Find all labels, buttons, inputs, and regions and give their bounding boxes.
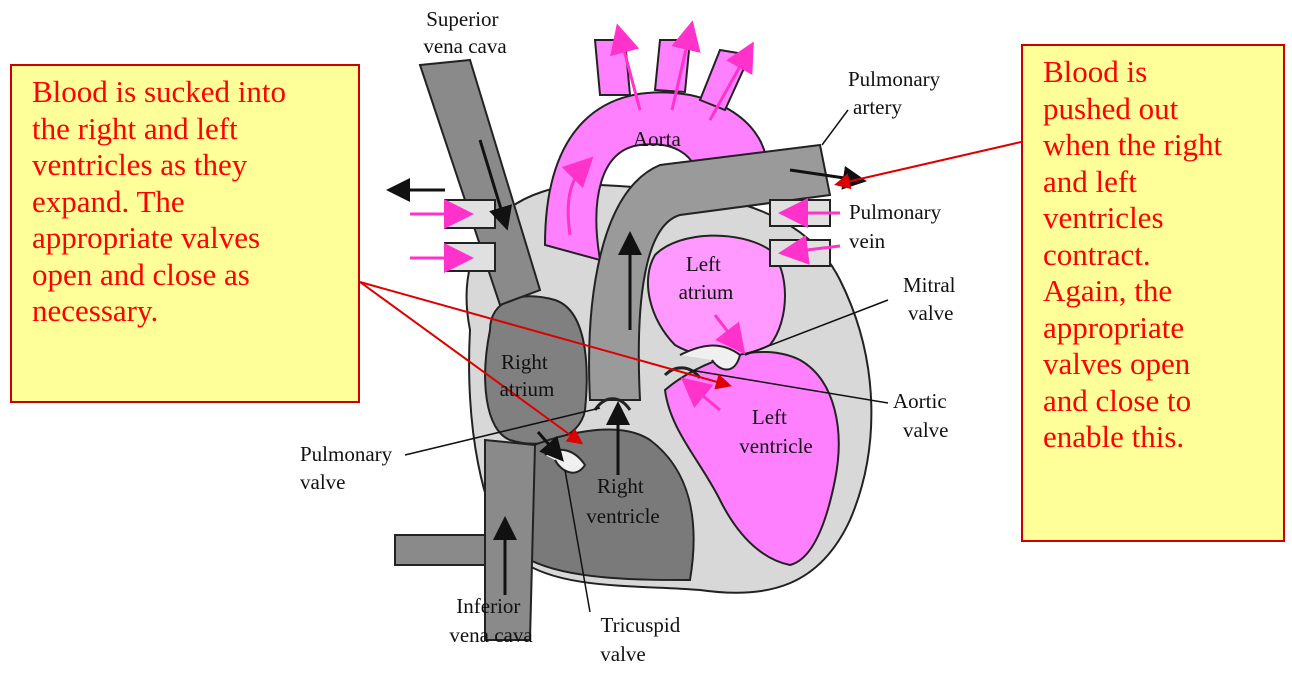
label-mitral-valve: Mitral valve <box>903 273 961 325</box>
callout-right-line: valves open <box>1043 346 1273 383</box>
callout-left-expand: Blood is sucked into the right and left … <box>10 64 360 403</box>
callout-left-line: Blood is sucked into <box>32 74 348 111</box>
callout-right-contract: Blood is pushed out when the right and l… <box>1021 44 1285 542</box>
callout-left-line: appropriate valves <box>32 220 348 257</box>
callout-right-line: and left <box>1043 164 1273 201</box>
label-pulmonary-valve: Pulmonary valve <box>300 442 397 494</box>
callout-right-line: ventricles <box>1043 200 1273 237</box>
callout-right-line: and close to <box>1043 383 1273 420</box>
callout-right-line: pushed out <box>1043 91 1273 128</box>
label-pulmonary-artery: Pulmonary artery <box>848 67 945 119</box>
callout-right-line: contract. <box>1043 237 1273 274</box>
callout-left-line: necessary. <box>32 293 348 330</box>
callout-left-line: the right and left <box>32 111 348 148</box>
label-pulmonary-vein: Pulmonary vein <box>849 200 946 253</box>
leader-pulmonary-artery <box>822 110 848 145</box>
callout-left-line: ventricles as they <box>32 147 348 184</box>
callout-left-line: open and close as <box>32 257 348 294</box>
aorta-branch-mid <box>655 40 690 92</box>
label-tricuspid-valve: Tricuspid valve <box>600 613 685 666</box>
callout-right-line: Again, the <box>1043 273 1273 310</box>
label-aortic-valve: Aortic valve <box>893 389 952 442</box>
callout-left-line: expand. The <box>32 184 348 221</box>
callout-pointer-pulmonary-artery <box>838 142 1021 184</box>
callout-right-line: Blood is <box>1043 54 1273 91</box>
callout-right-line: when the right <box>1043 127 1273 164</box>
label-aorta: Aorta <box>633 127 681 151</box>
side-vein-left <box>395 535 485 565</box>
left-pulmonary-vein-lower <box>770 240 830 266</box>
callout-right-line: enable this. <box>1043 419 1273 456</box>
label-superior-vena-cava: Superior vena cava <box>423 7 507 58</box>
callout-right-line: appropriate <box>1043 310 1273 347</box>
